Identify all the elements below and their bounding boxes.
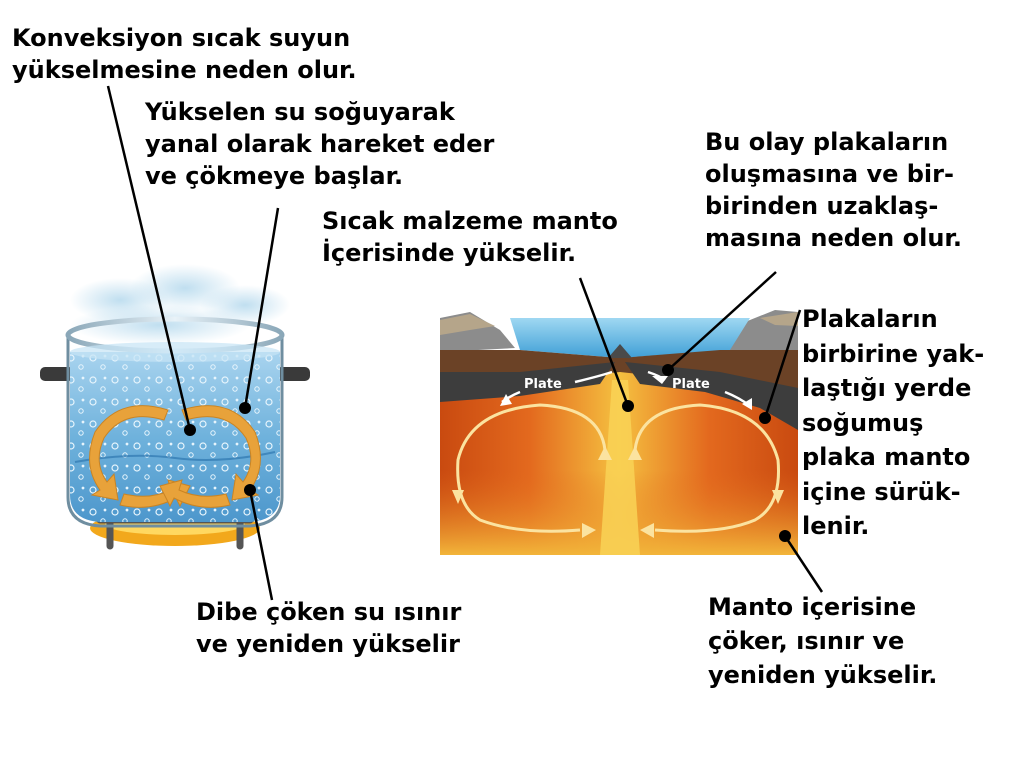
label-line: yükselmesine neden olur. [12, 56, 357, 84]
label-line: laştığı yerde [802, 374, 972, 402]
label-line: İçerisinde yükselir. [322, 239, 577, 267]
plate-label-right: Plate [672, 377, 710, 392]
label-hot-material: Sıcak malzeme manto İçerisinde yükselir. [322, 205, 618, 269]
label-mantle-sinks: Manto içerisine çöker, ısınır ve yeniden… [708, 590, 937, 692]
label-line: ve yeniden yükselir [196, 630, 460, 658]
label-line: masına neden olur. [705, 224, 962, 252]
plate-label-left: Plate [524, 377, 562, 392]
label-rising-water: Yükselen su soğuyarak yanal olarak harek… [145, 96, 494, 192]
label-line: plaka manto [802, 443, 971, 471]
label-line: Yükselen su soğuyarak [145, 98, 455, 126]
label-convection: Konveksiyon sıcak suyun yükselmesine ned… [12, 22, 357, 86]
label-line: Dibe çöken su ısınır [196, 598, 462, 626]
label-sinking-water: Dibe çöken su ısınır ve yeniden yükselir [196, 596, 461, 660]
mantle-cross-section-icon: Plate Plate [440, 310, 798, 555]
label-line: ve çökmeye başlar. [145, 162, 404, 190]
pot-of-boiling-water-icon [40, 264, 310, 550]
callout-lines [106, 85, 824, 601]
label-line: çöker, ısınır ve [708, 627, 905, 655]
label-line: yanal olarak hareket eder [145, 130, 495, 158]
label-line: Plakaların [802, 305, 938, 333]
label-line: Konveksiyon sıcak suyun [12, 24, 351, 52]
label-plate-formation: Bu olay plakaların oluşmasına ve bir- bi… [705, 126, 962, 254]
label-subduction: Plakaların birbirine yak- laştığı yerde … [802, 302, 984, 544]
label-line: Bu olay plakaların [705, 128, 949, 156]
label-line: yeniden yükselir. [708, 661, 938, 689]
label-line: içine sürük- [802, 477, 961, 506]
label-line: birbirine yak- [802, 339, 985, 368]
label-line: lenir. [802, 512, 870, 540]
label-line: Manto içerisine [708, 593, 917, 621]
label-line: birinden uzaklaş- [705, 192, 939, 220]
label-line: oluşmasına ve bir- [705, 160, 954, 188]
label-line: Sıcak malzeme manto [322, 207, 618, 235]
label-line: soğumuş [802, 408, 924, 437]
